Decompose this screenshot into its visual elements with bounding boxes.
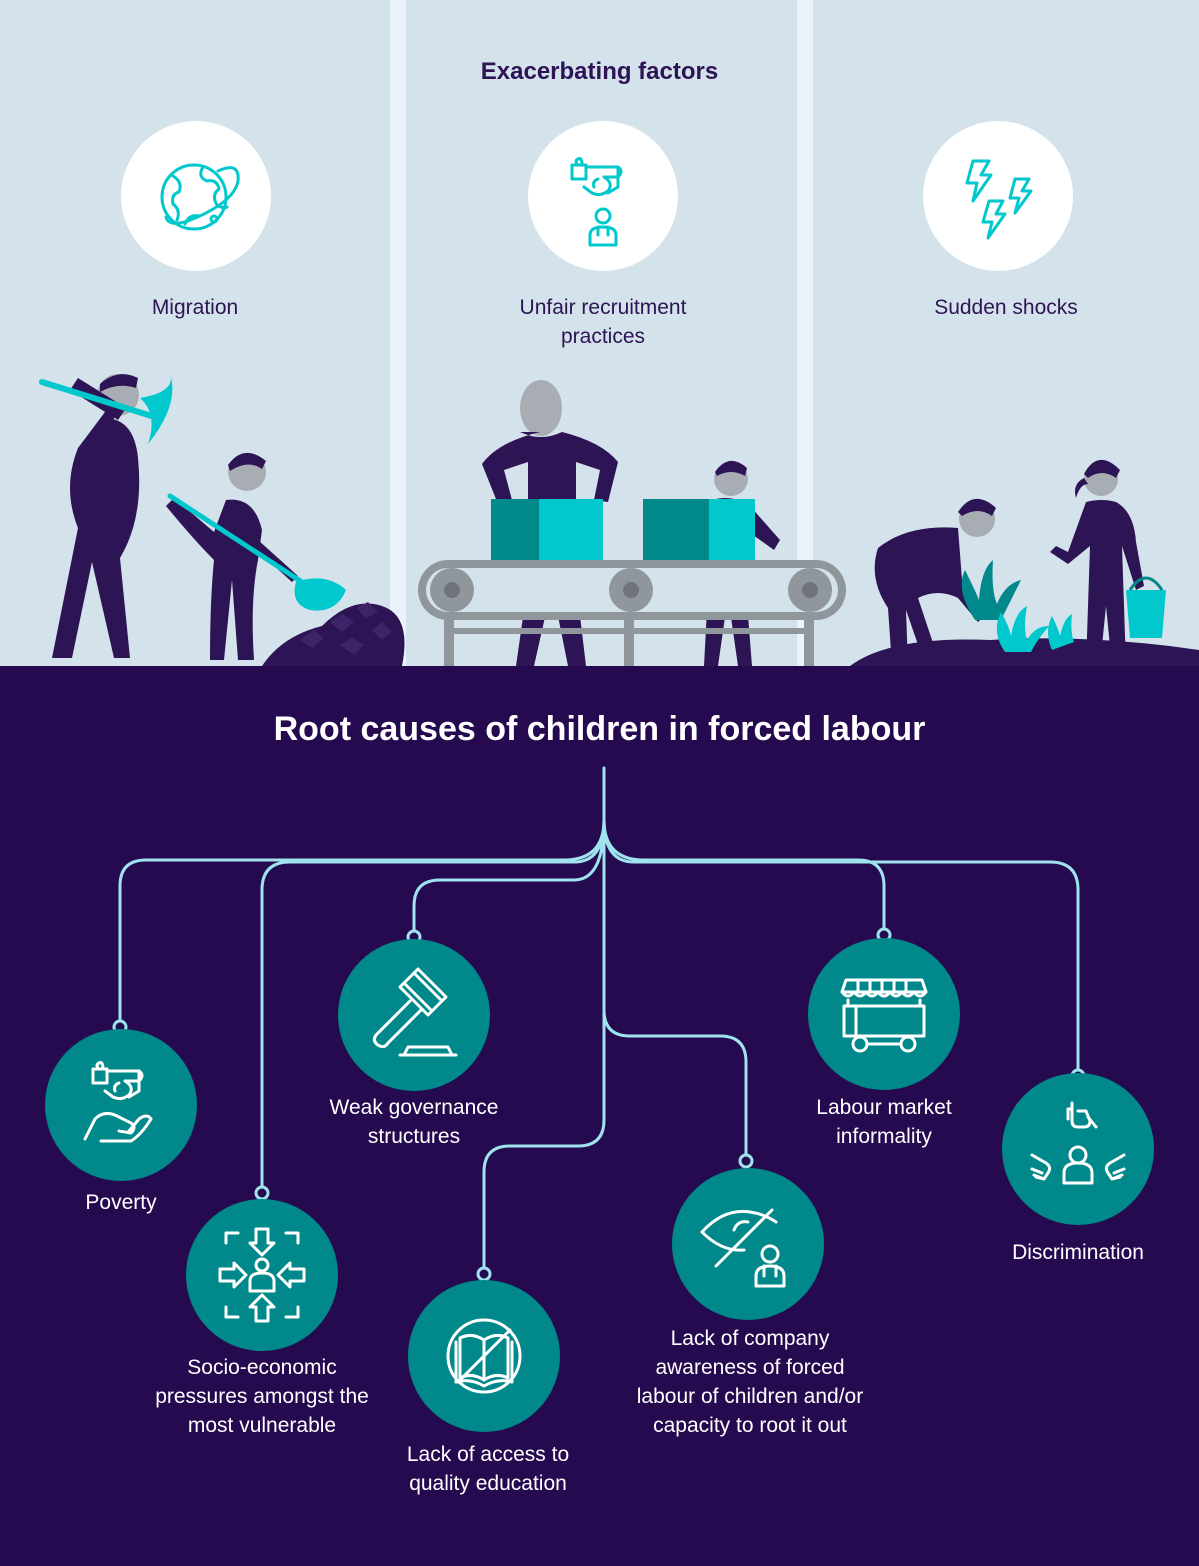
cause-socio-economic-pressures	[186, 1199, 338, 1351]
factor-label: Sudden shocks	[934, 296, 1078, 319]
cause-label: Lack of company awareness of forced labo…	[636, 1327, 864, 1437]
blind-eye-person-icon	[700, 1208, 786, 1288]
cause-lack-of-education	[408, 1280, 560, 1432]
exacerbating-factors-section: Exacerbating factors Migration	[0, 0, 1199, 666]
lightning-icon	[965, 159, 1033, 240]
factor-migration	[121, 121, 271, 271]
mining-scene	[39, 374, 405, 666]
cause-label: Weak governance structures	[329, 1096, 499, 1148]
divider-band	[797, 0, 813, 666]
globe-icon	[160, 163, 240, 231]
cause-poverty	[45, 1029, 197, 1181]
cause-label: Poverty	[85, 1191, 157, 1214]
workers-illustration	[39, 374, 1199, 666]
factor-unfair-recruitment	[528, 121, 678, 271]
divider-band	[390, 0, 406, 666]
farming-scene	[850, 459, 1199, 666]
factor-label: Unfair recruitment practices	[519, 296, 687, 348]
section-title: Root causes of children in forced labour	[273, 710, 926, 748]
cause-label: Labour market informality	[816, 1096, 952, 1148]
gavel-icon	[372, 967, 458, 1057]
cause-label: Socio-economic pressures amongst the mos…	[155, 1356, 369, 1437]
cause-label: Lack of access to quality education	[406, 1443, 570, 1495]
factor-label: Migration	[151, 296, 239, 319]
cause-weak-governance	[338, 939, 490, 1091]
factory-scene	[418, 380, 846, 666]
pointing-hands-person-icon	[1030, 1101, 1126, 1185]
section-title: Exacerbating factors	[480, 58, 719, 85]
cause-lack-of-company-awareness	[672, 1168, 824, 1320]
cause-label: Discrimination	[1012, 1241, 1144, 1264]
cause-discrimination	[1002, 1073, 1154, 1225]
pressure-person-icon	[218, 1227, 306, 1323]
factor-sudden-shocks	[923, 121, 1073, 271]
cause-labour-market-informality	[808, 938, 960, 1090]
hand-money-icon	[83, 1061, 153, 1143]
no-book-icon	[446, 1318, 522, 1394]
market-cart-icon	[840, 978, 928, 1053]
hand-money-person-icon	[570, 157, 623, 247]
